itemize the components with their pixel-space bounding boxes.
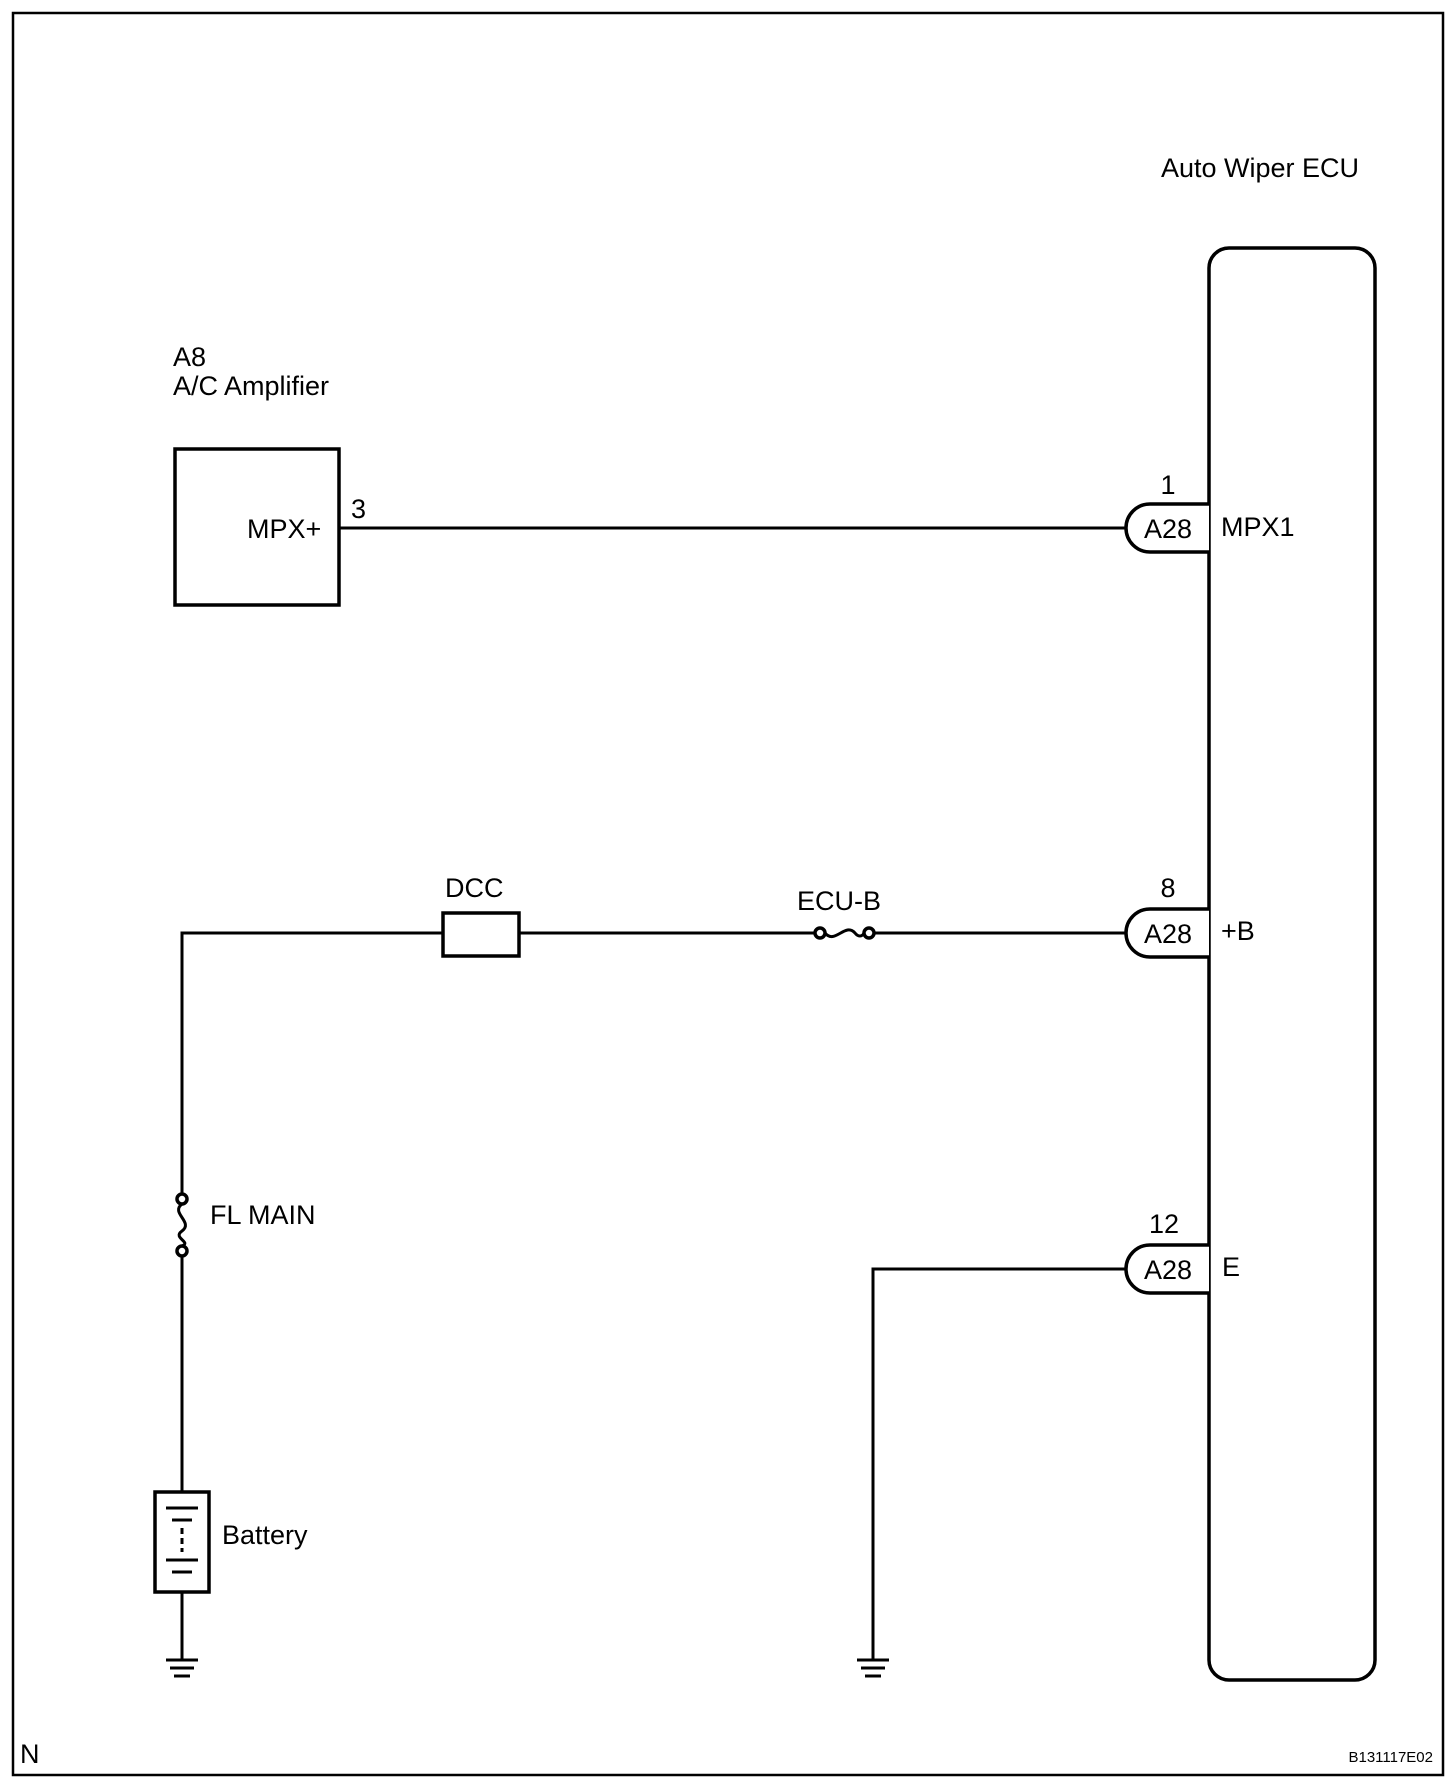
fl-main-terminal-bottom [175,1244,189,1258]
amplifier-pin-number: 3 [351,494,366,524]
power-wire-left [180,931,443,1556]
connector-1-terminal: MPX1 [1221,512,1295,542]
ac-amplifier-block [173,447,341,607]
dcc-fuse-label: DCC [445,873,504,903]
amplifier-pin-label: MPX+ [247,514,321,544]
ecu-title: Auto Wiper ECU [1161,153,1359,183]
connector-1-housing [1124,502,1209,554]
connector-1-pin: 1 [1160,470,1175,500]
footer-left-code: N [20,1739,40,1769]
ecu-b-fuse-terminal-left [813,926,827,940]
footer-figure-id: B131117E02 [1348,1749,1433,1766]
amplifier-name: A/C Amplifier [173,371,329,401]
fl-main-link [177,1202,187,1248]
auto-wiper-ecu-block [1207,246,1377,1682]
ecu-b-fuse-terminal-right [862,926,876,940]
connector-2-pin: 8 [1160,873,1175,903]
diagram-frame [11,11,1445,1777]
ecu-b-fuse-link [823,928,866,939]
connector-2-code: A28 [1144,919,1192,949]
amplifier-code: A8 [173,342,206,372]
connector-2-terminal: +B [1221,916,1255,946]
battery-label: Battery [222,1520,308,1550]
fl-main-terminal-top [175,1192,189,1206]
connector-3-terminal: E [1222,1252,1240,1282]
ground-wire-e [871,1267,1126,1660]
connector-1-code: A28 [1144,514,1192,544]
connector-3-pin: 12 [1149,1209,1179,1239]
connector-3-code: A28 [1144,1255,1192,1285]
ecu-b-fuse-label: ECU-B [797,886,881,916]
dcc-fuse [441,911,521,958]
fl-main-label: FL MAIN [210,1200,316,1230]
connector-3-housing [1124,1243,1209,1295]
connector-2-housing [1124,907,1209,959]
fl-main-gap [172,1195,192,1251]
